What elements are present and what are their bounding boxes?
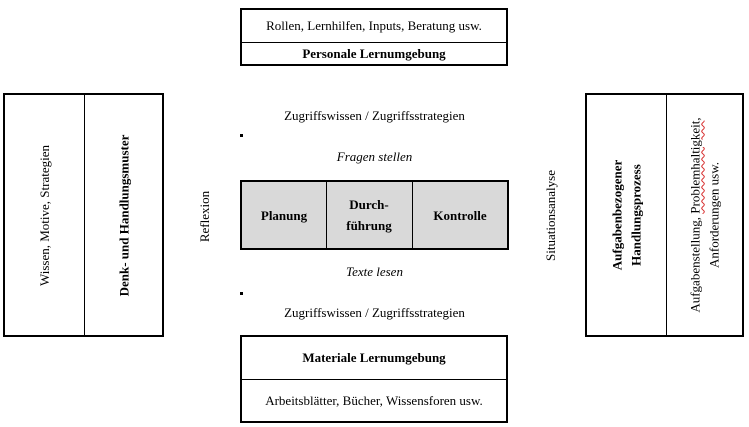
reflection-wrap: Reflexion <box>192 180 218 252</box>
control-step: Kontrolle <box>413 182 507 248</box>
problem-word: Problemhaltigkeit <box>687 120 703 214</box>
planning-label: Planung <box>260 207 308 223</box>
read-texts-label: Texte lesen <box>346 264 403 279</box>
planning-step: Planung <box>242 182 326 248</box>
personal-environment-box: Rollen, Lernhilfen, Inputs, Beratung usw… <box>240 8 508 66</box>
bullet-dot <box>240 134 243 137</box>
divider <box>666 95 667 335</box>
task-detail-column: Aufgabenstellung, Problemhaltigkeit, Anf… <box>667 95 742 335</box>
material-environment-title: Materiale Lernumgebung <box>302 350 446 365</box>
task-process-column: Aufgabenbezogener Handlungsprozess <box>587 95 666 335</box>
task-process-box: Aufgabenbezogener Handlungsprozess Aufga… <box>585 93 744 337</box>
thinking-patterns-box: Wissen, Motive, Strategien Denk- und Han… <box>3 93 164 337</box>
access-label-top: Zugriffswissen / Zugriffsstrategien <box>284 108 465 123</box>
control-label: Kontrolle <box>433 207 487 223</box>
task-process-title-line1: Aufgabenbezogener <box>609 159 625 271</box>
task-detail-line2: Anforderungen usw. <box>706 161 722 269</box>
personal-environment-title: Personale Lernumgebung <box>302 45 446 61</box>
task-detail-line1: Aufgabenstellung, Problemhaltigkeit, <box>686 117 705 312</box>
divider <box>242 42 506 43</box>
task-detail-text: Aufgabenstellung, Problemhaltigkeit, Anf… <box>686 117 724 312</box>
reflection-label: Reflexion <box>197 190 213 242</box>
divider <box>242 379 506 380</box>
comma: , <box>687 117 703 121</box>
process-box: Planung Durch- führung Kontrolle <box>240 180 509 250</box>
bullet-dot <box>240 292 243 295</box>
personal-environment-items: Rollen, Lernhilfen, Inputs, Beratung usw… <box>266 18 482 33</box>
ask-questions-label: Fragen stellen <box>336 149 413 164</box>
divider <box>412 182 413 248</box>
knowledge-motives-label: Wissen, Motive, Strategien <box>37 144 53 286</box>
situation-analysis-label: Situationsanalyse <box>542 169 558 261</box>
thinking-patterns-label: Denk- und Handlungsmuster <box>116 134 132 296</box>
knowledge-column: Wissen, Motive, Strategien <box>5 95 84 335</box>
thinking-column: Denk- und Handlungsmuster <box>85 95 162 335</box>
execution-label-line2: führung <box>346 218 392 233</box>
material-environment-items: Arbeitsblätter, Bücher, Wissensforen usw… <box>265 392 483 408</box>
access-label-bottom: Zugriffswissen / Zugriffsstrategien <box>284 305 465 320</box>
material-environment-box: Materiale Lernumgebung Arbeitsblätter, B… <box>240 335 508 423</box>
divider <box>84 95 85 335</box>
divider <box>326 182 327 248</box>
task-process-title: Aufgabenbezogener Handlungsprozess <box>608 160 646 271</box>
execution-step: Durch- führung <box>327 182 411 248</box>
situation-wrap: Situationsanalyse <box>537 160 563 270</box>
task-process-title-line2: Handlungsprozess <box>628 164 644 266</box>
execution-label-line1: Durch- <box>349 197 389 212</box>
task-detail-part: Aufgabenstellung, <box>687 213 703 313</box>
